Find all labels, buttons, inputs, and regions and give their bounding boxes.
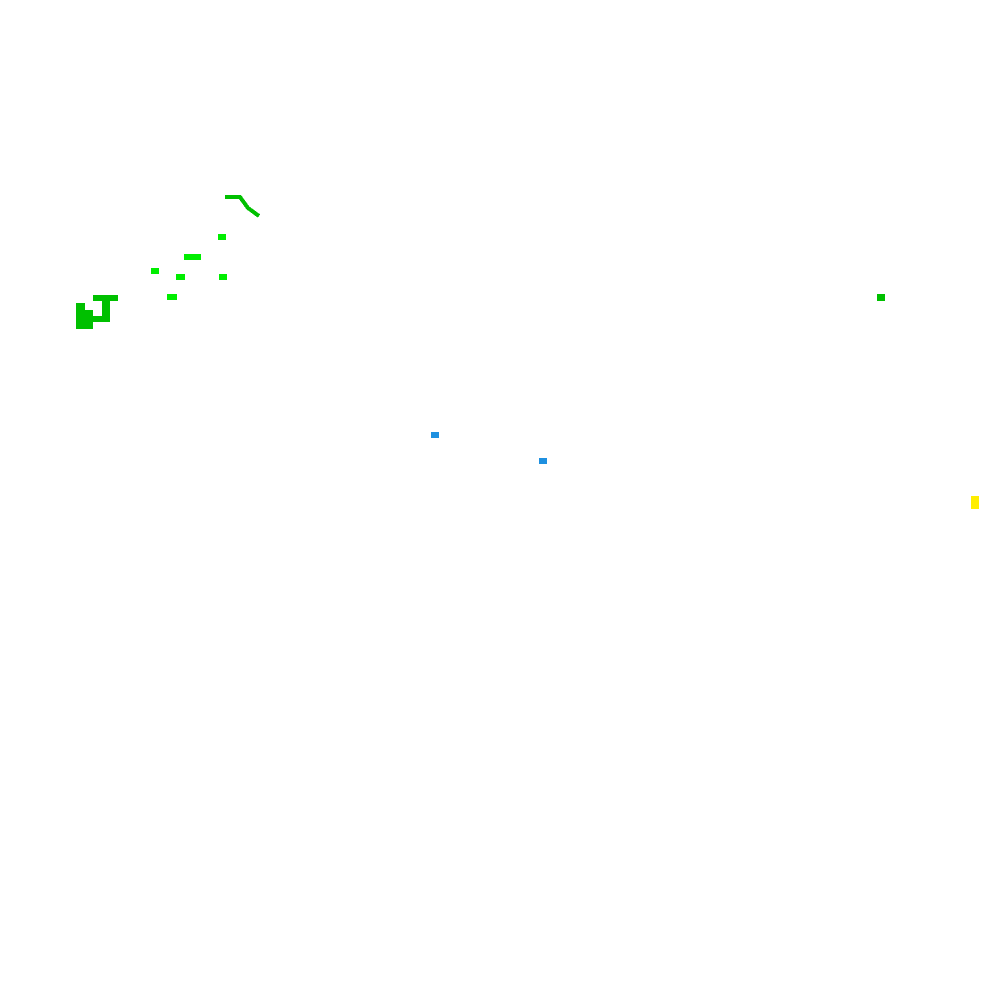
water-point-2 [539,458,547,464]
land-fragment-7 [167,294,177,300]
land-fragment-3 [184,254,201,260]
land-fragment-2 [218,234,226,240]
land-fragment-5 [176,274,185,280]
land-fragment-9 [877,294,885,301]
land-fragment-4 [151,268,159,274]
land-fragment-8 [76,295,118,329]
land-fragment-1 [225,195,261,218]
highlight-point-1 [971,496,979,509]
water-point-1 [431,432,439,438]
land-fragment-6 [219,274,227,280]
